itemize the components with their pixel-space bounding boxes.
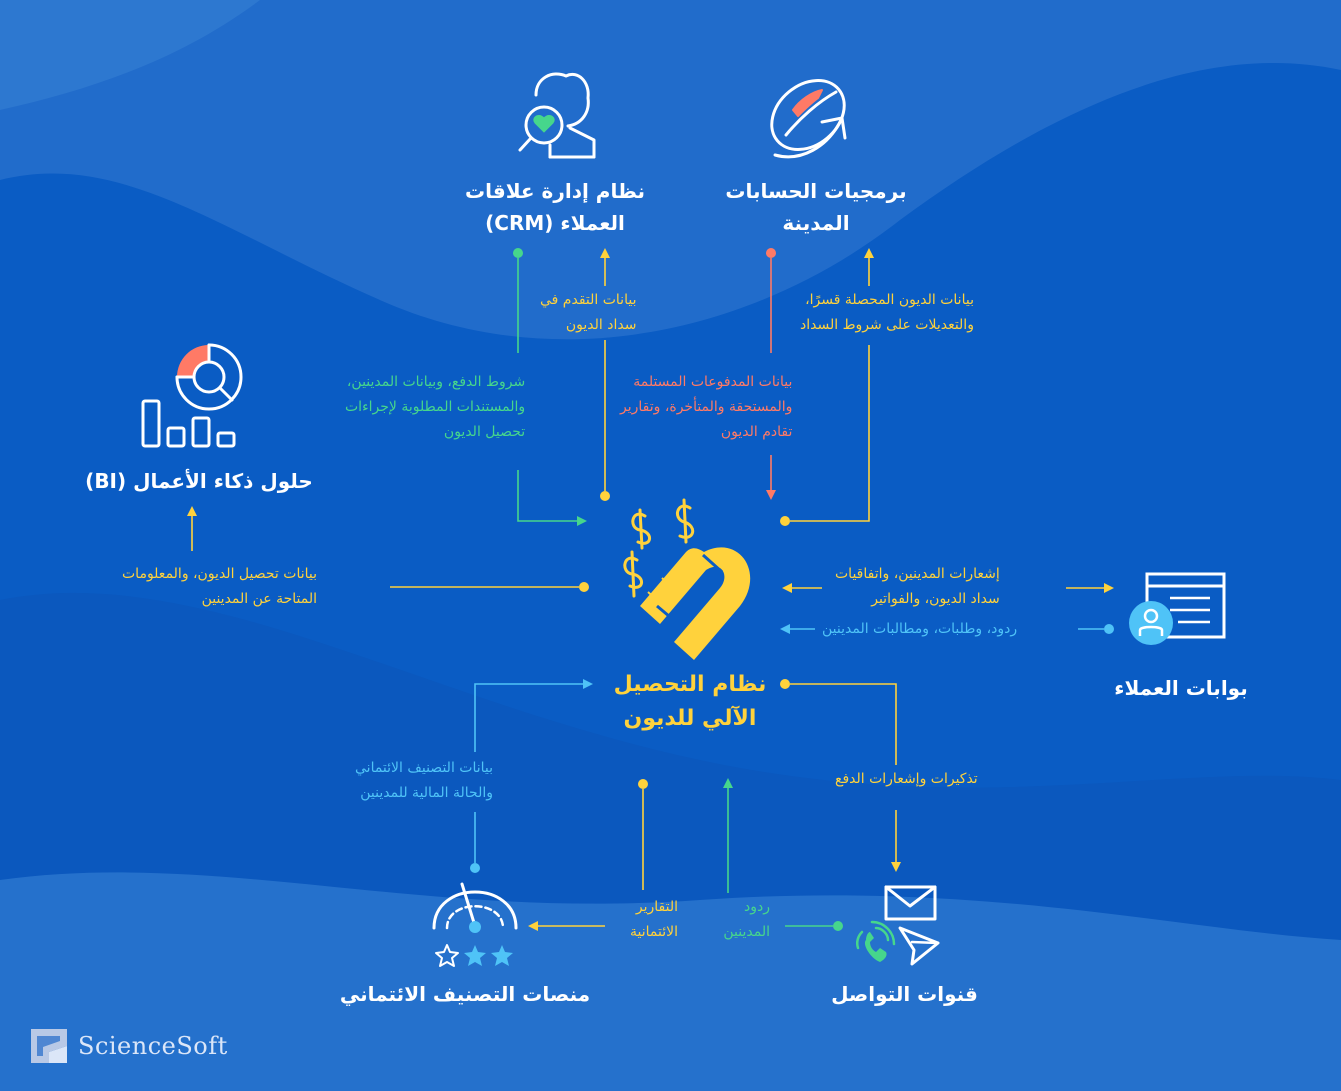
background-wave-bottom	[0, 872, 1341, 1091]
label-line: الائتمانية	[630, 924, 678, 940]
label-line: المدينين	[723, 924, 770, 940]
flow-line-arrow	[517, 470, 587, 526]
label-line: ردود، وطلبات، ومطالبات المدينين	[822, 621, 1018, 637]
node-crm-title-line1: نظام إدارة علاقات	[465, 179, 645, 203]
label-line: تقادم الديون	[720, 424, 793, 440]
label-line: بيانات التصنيف الائتماني	[355, 760, 494, 776]
flow-start-dot	[833, 921, 843, 931]
node-communication-title: قنوات التواصل	[831, 982, 978, 1006]
label-line: والمستندات المطلوبة لإجراءات	[345, 399, 526, 415]
label-crm-terms: شروط الدفع، وبيانات المدينين، والمستندات…	[345, 370, 525, 445]
label-line: بيانات الديون المحصلة قسرًا،	[805, 292, 974, 308]
label-line: تحصيل الديون	[443, 424, 526, 440]
node-portals: بوابات العملاء	[1100, 672, 1262, 704]
label-portals-replies: ردود، وطلبات، ومطالبات المدينين	[822, 617, 1017, 642]
flow-start-dot	[513, 248, 523, 258]
label-portals-notices: إشعارات المدينين، واتفاقيات سداد الديون،…	[835, 562, 1000, 612]
node-credit-rating: منصات التصنيف الائتماني	[320, 978, 610, 1010]
label-credit-ratings: بيانات التصنيف الائتماني والحالة المالية…	[355, 756, 493, 806]
node-bi-title: حلول ذكاء الأعمال (BI)	[85, 469, 313, 493]
flow-crm-to-center	[513, 248, 587, 526]
node-center-title-line1: نظام التحصيل	[613, 672, 767, 697]
label-line: سداد الديون	[565, 317, 637, 333]
flow-software-to-center	[766, 248, 776, 500]
flow-center-to-credit	[528, 779, 648, 931]
label-line: شروط الدفع، وبيانات المدينين،	[346, 374, 526, 390]
node-crm-title-line2: العملاء (CRM)	[485, 211, 625, 235]
envelope-phone-send-icon	[855, 885, 940, 966]
background-wave-corner	[0, 0, 260, 110]
coin-cycle-arrow-icon	[770, 79, 847, 159]
label-line: ردود	[744, 899, 770, 915]
label-line: بيانات تحصيل الديون، والمعلومات	[122, 566, 317, 582]
label-software-collected: بيانات الديون المحصلة قسرًا، والتعديلات …	[800, 288, 974, 338]
bar-chart-donut-icon	[141, 343, 243, 448]
flow-line-segment	[790, 345, 870, 522]
node-debt-software-title-line2: المدينة	[782, 211, 850, 235]
label-line: إشعارات المدينين، واتفاقيات	[835, 566, 1000, 582]
node-communication: قنوات التواصل	[812, 978, 997, 1010]
browser-user-icon	[1129, 572, 1226, 645]
flow-center-to-software	[780, 248, 874, 526]
flow-start-dot	[766, 248, 776, 258]
magnet-dollar-icon	[623, 498, 751, 660]
flow-line-arrow	[474, 679, 593, 752]
label-line: والحالة المالية للمدينين	[360, 785, 494, 801]
node-portals-title: بوابات العملاء	[1114, 676, 1248, 700]
flow-portals-to-center	[780, 624, 1114, 634]
flow-start-dot	[638, 779, 648, 789]
label-software-payments: بيانات المدفوعات المستلمة والمستحقة والم…	[620, 370, 792, 445]
node-center-title-line2: الآلي للديون	[623, 706, 757, 731]
brand-logo: ScienceSoft	[30, 1026, 228, 1066]
label-line: التقارير	[635, 899, 678, 915]
brand-name: ScienceSoft	[78, 1032, 228, 1060]
flow-start-dot	[780, 679, 790, 689]
label-comm-reminders: تذكيرات وإشعارات الدفع	[835, 767, 978, 792]
flow-start-dot	[470, 863, 480, 873]
node-debt-software-title-line1: برمجيات الحسابات	[725, 179, 907, 203]
node-debt-software: برمجيات الحسابات المدينة	[706, 175, 926, 239]
node-center: نظام التحصيل الآلي للديون	[595, 668, 785, 736]
label-line: تذكيرات وإشعارات الدفع	[835, 771, 978, 787]
label-line: بيانات التقدم في	[540, 292, 637, 308]
node-crm: نظام إدارة علاقات العملاء (CRM)	[445, 175, 665, 239]
label-line: والتعديلات على شروط السداد	[800, 317, 974, 333]
background-wave-top	[0, 0, 1341, 340]
person-magnifier-heart-icon	[518, 72, 596, 159]
label-crm-progress: بيانات التقدم في سداد الديون	[540, 288, 636, 338]
label-line: المتاحة عن المدينين	[201, 591, 317, 607]
label-comm-replies: ردود المدينين	[700, 895, 770, 945]
flow-center-to-communication	[780, 679, 901, 872]
label-credit-reports: التقارير الائتمانية	[608, 895, 678, 945]
sciencesoft-logo-icon	[31, 1029, 67, 1063]
node-bi: حلول ذكاء الأعمال (BI)	[76, 465, 322, 497]
label-bi-data: بيانات تحصيل الديون، والمعلومات المتاحة …	[122, 562, 317, 612]
flow-start-dot	[1104, 624, 1114, 634]
flow-credit-to-center	[470, 679, 593, 873]
gauge-stars-icon	[432, 882, 518, 967]
flow-line-segment	[790, 683, 897, 765]
flow-communication-to-center	[723, 778, 843, 931]
node-credit-rating-title: منصات التصنيف الائتماني	[339, 982, 591, 1006]
flow-start-dot	[579, 582, 589, 592]
label-line: سداد الديون، والفواتير	[871, 591, 1000, 607]
flow-start-dot	[600, 491, 610, 501]
label-line: بيانات المدفوعات المستلمة	[633, 374, 793, 390]
flow-center-to-bi	[187, 506, 589, 592]
label-line: والمستحقة والمتأخرة، وتقارير	[620, 399, 793, 415]
flow-center-to-crm	[600, 248, 610, 501]
flow-start-dot	[780, 516, 790, 526]
